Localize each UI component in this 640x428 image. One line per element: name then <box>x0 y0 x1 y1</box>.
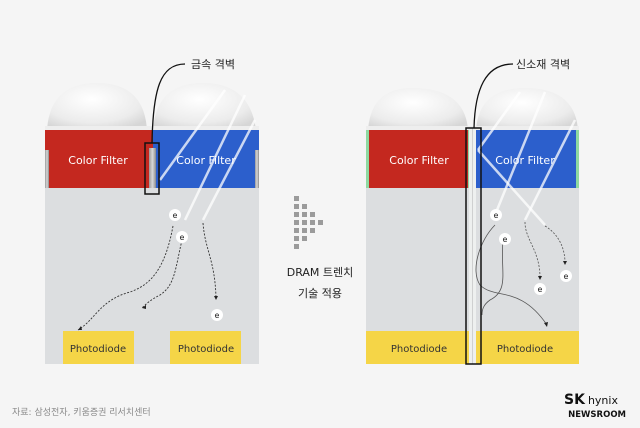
arrow-dot <box>310 228 315 233</box>
transition-label-line1: DRAM 트렌치 <box>287 266 354 279</box>
filter-label: Color Filter <box>389 154 449 167</box>
arrow-dot <box>294 196 299 201</box>
electron: e <box>499 233 511 245</box>
arrow-dot <box>302 228 307 233</box>
electron: e <box>169 209 181 221</box>
electron-paths <box>77 222 217 331</box>
callout-line <box>151 63 186 144</box>
filter-label: Color Filter <box>68 154 128 167</box>
svg-text:e: e <box>215 311 220 320</box>
electron: e <box>560 270 572 282</box>
photodiode-label: Photodiode <box>391 344 447 355</box>
photodiode <box>170 331 241 364</box>
microlens-left <box>47 83 147 130</box>
photodiode-label: Photodiode <box>70 344 126 355</box>
arrow-dot <box>294 220 299 225</box>
source-note: 자료: 삼성전자, 키움증권 리서치센터 <box>12 406 151 418</box>
left-pixel-structure: Color Filter Color Filter Photodiode Pho… <box>45 58 259 364</box>
arrow-dot <box>294 212 299 217</box>
arrow-dot <box>302 212 307 217</box>
svg-text:e: e <box>564 272 569 281</box>
right-pixel-structure: Color Filter Color Filter Photodiode Pho… <box>366 58 579 365</box>
light-rays <box>158 89 257 221</box>
callout-label: 신소재 격벽 <box>516 58 570 71</box>
filter-label: Color Filter <box>176 154 236 167</box>
microlens-right <box>476 88 578 130</box>
svg-text:NEWSROOM: NEWSROOM <box>568 410 626 420</box>
photodiode-label: Photodiode <box>178 344 234 355</box>
svg-text:e: e <box>173 211 178 220</box>
transition-label-line2: 기술 적용 <box>298 287 342 300</box>
arrow-dot <box>310 212 315 217</box>
arrow-dot <box>318 220 323 225</box>
callout-label: 금속 격벽 <box>191 58 235 71</box>
callout-highlight-box <box>465 127 482 365</box>
arrow-dot <box>310 220 315 225</box>
metal-grid <box>149 148 156 188</box>
electron: e <box>211 309 223 321</box>
arrow-dot <box>302 236 307 241</box>
svg-text:e: e <box>494 211 499 220</box>
callout-line <box>473 63 514 129</box>
arrow-dot <box>294 236 299 241</box>
svg-text:e: e <box>538 285 543 294</box>
microlens-right <box>153 83 256 130</box>
arrow-dot <box>294 244 299 249</box>
arrow-dot <box>302 220 307 225</box>
light-rays <box>476 91 577 226</box>
arrow-dot <box>294 228 299 233</box>
filter-label: Color Filter <box>495 154 555 167</box>
arrow-dot <box>302 204 307 209</box>
photodiode-label: Photodiode <box>497 344 553 355</box>
arrow-dot <box>294 204 299 209</box>
electron: e <box>534 283 546 295</box>
electron-paths <box>475 221 566 326</box>
electron: e <box>176 231 188 243</box>
svg-text:e: e <box>503 235 508 244</box>
svg-text:e: e <box>180 233 185 242</box>
red-color-filter <box>369 130 468 188</box>
photodiode <box>63 331 134 364</box>
microlens-left <box>368 88 468 130</box>
dotted-arrow-right-icon <box>294 196 323 249</box>
red-color-filter <box>45 130 153 188</box>
electron: e <box>490 209 502 221</box>
